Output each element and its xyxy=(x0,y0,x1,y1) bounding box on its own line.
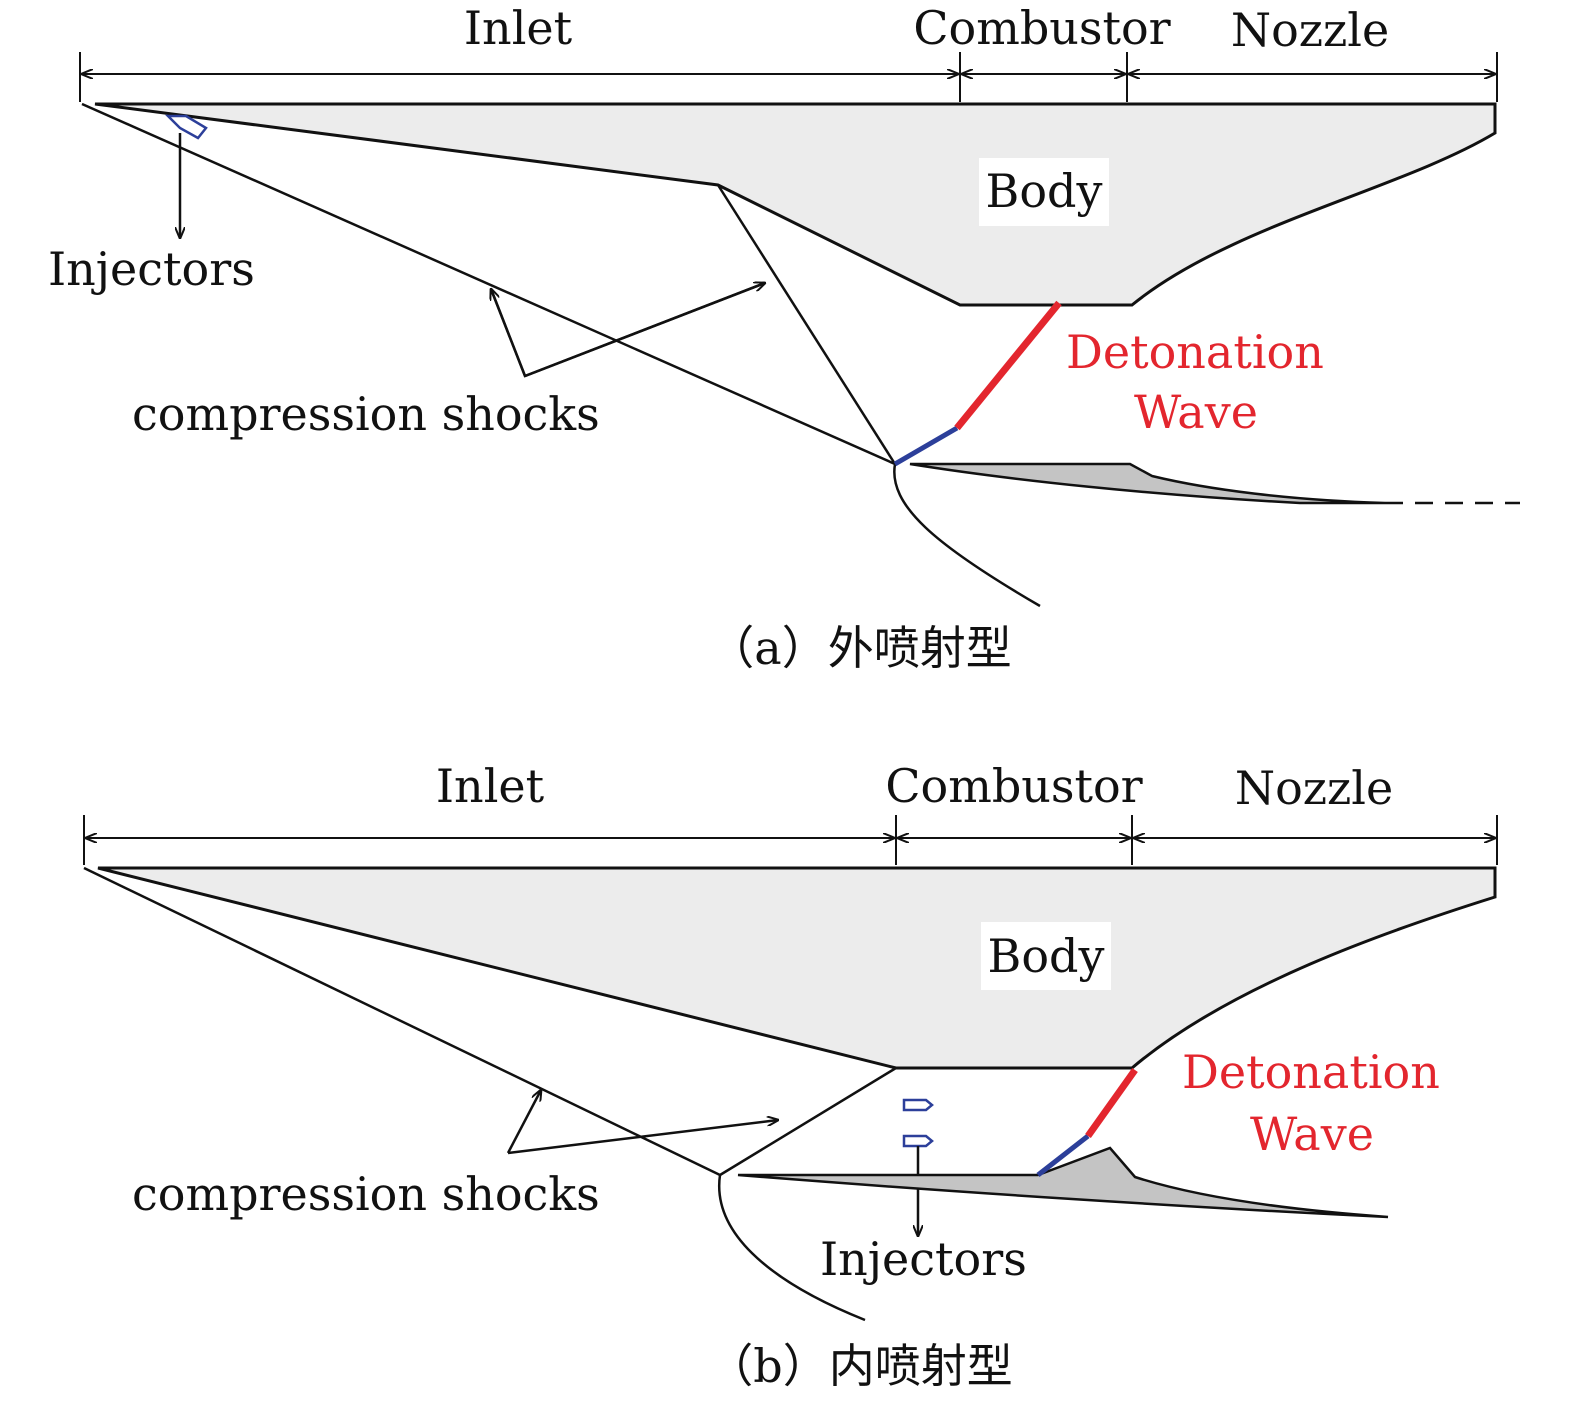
compression-shocks-label: compression shocks xyxy=(132,1167,600,1221)
ramp-compression-shock xyxy=(716,184,897,465)
body-label: Body xyxy=(986,164,1103,218)
shock-arrow-2 xyxy=(507,1120,778,1155)
injector-icon xyxy=(902,1134,934,1148)
panel-a: Inlet Combustor Nozzle Body Injectors De… xyxy=(48,1,1520,675)
shock-pointer-lines xyxy=(489,281,766,378)
detonation-label-line1: Detonation xyxy=(1182,1045,1440,1099)
section-label-nozzle: Nozzle xyxy=(1231,3,1389,57)
detonation-label-line2: Wave xyxy=(1134,385,1258,439)
cowl xyxy=(909,462,1386,505)
injectors-label: Injectors xyxy=(820,1232,1027,1286)
forebody-compression-shock xyxy=(81,102,896,466)
detonation-wave-line xyxy=(954,300,1062,431)
section-dimension-lines-a xyxy=(79,52,1498,102)
section-label-inlet: Inlet xyxy=(464,1,573,55)
compression-shocks-label: compression shocks xyxy=(132,387,600,441)
detonation-wave-line xyxy=(1085,1067,1138,1139)
injectors-label: Injectors xyxy=(48,242,255,296)
panel-b: Inlet Combustor Nozzle Body compression … xyxy=(83,759,1498,1393)
section-label-inlet: Inlet xyxy=(436,759,545,813)
shock-arrow-1 xyxy=(506,1090,541,1154)
oblique-shock-segment xyxy=(893,425,959,467)
vehicle-body xyxy=(97,866,1497,1070)
injector-icon xyxy=(164,114,208,140)
ramp-compression-shock xyxy=(719,1066,897,1177)
body-label-box xyxy=(981,922,1111,990)
detonation-label-line1: Detonation xyxy=(1066,325,1324,379)
section-label-combustor: Combustor xyxy=(913,1,1170,55)
shock-arrow-2 xyxy=(524,283,765,378)
section-dimension-lines-b xyxy=(83,815,1498,865)
caption-a: （a）外喷射型 xyxy=(708,621,1011,675)
body-label-box xyxy=(979,158,1109,226)
bow-shock-curve xyxy=(717,1174,866,1322)
shock-arrow-1 xyxy=(491,289,527,377)
section-label-nozzle: Nozzle xyxy=(1235,761,1393,815)
oblique-shock-segment xyxy=(1036,1134,1090,1177)
bow-shock-curve xyxy=(893,463,1041,608)
body-label: Body xyxy=(988,929,1105,983)
vehicle-body xyxy=(94,102,1497,307)
section-label-combustor: Combustor xyxy=(885,759,1142,813)
injector-icon xyxy=(902,1098,934,1112)
cowl xyxy=(737,1146,1389,1219)
detonation-label-line2: Wave xyxy=(1250,1107,1374,1161)
caption-b: （b）内喷射型 xyxy=(707,1339,1012,1393)
forebody-compression-shock xyxy=(83,866,721,1177)
